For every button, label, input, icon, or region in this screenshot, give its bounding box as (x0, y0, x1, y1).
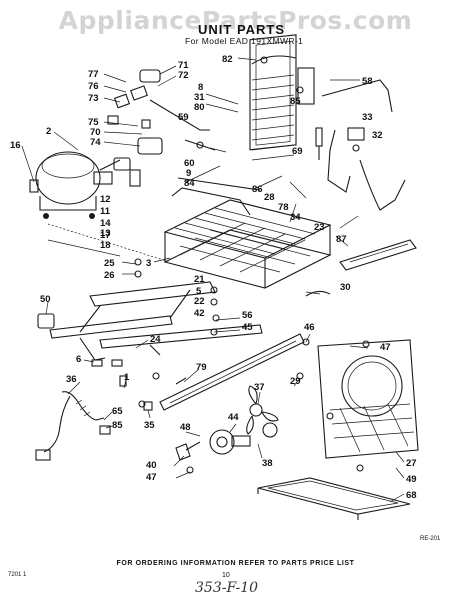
callout-60: 60 (184, 158, 195, 169)
callout-45: 45 (242, 322, 253, 333)
callout-70: 70 (90, 127, 101, 138)
ordering-info-footer: FOR ORDERING INFORMATION REFER TO PARTS … (116, 560, 355, 567)
model-subtitle: For Model EAD 191XMWR-1 (185, 36, 304, 46)
callout-68: 68 (406, 490, 417, 501)
callout-34: 34 (290, 212, 301, 223)
defrost-terminator (347, 127, 365, 152)
relay-cluster (107, 69, 216, 155)
callout-73: 73 (88, 93, 99, 104)
condenser-fan (246, 385, 279, 435)
leader-lines (21, 57, 405, 503)
fasteners (134, 56, 370, 474)
callout-38: 38 (262, 458, 273, 469)
callout-58: 58 (362, 76, 373, 87)
callout-25: 25 (104, 258, 115, 269)
callout-49: 49 (406, 474, 417, 485)
callout-30: 30 (340, 282, 351, 293)
callout-72: 72 (178, 70, 189, 81)
document-code: 7201 1 (8, 572, 27, 578)
drain-trough (339, 239, 417, 271)
callout-5: 5 (196, 286, 202, 297)
callout-28: 28 (264, 192, 275, 203)
callout-86: 86 (252, 184, 263, 195)
callout-9: 9 (186, 168, 191, 179)
callout-42: 42 (194, 308, 205, 319)
compressor (29, 151, 121, 219)
handwritten-note: 353-F-10 (195, 580, 259, 596)
callout-8: 8 (198, 82, 203, 93)
unit-base-frame (49, 281, 263, 361)
callout-37: 37 (254, 382, 265, 393)
callout-46: 46 (304, 322, 315, 333)
callout-59: 59 (178, 112, 189, 123)
callout-69: 69 (292, 146, 303, 157)
callout-12: 12 (100, 194, 111, 205)
diagram-title: UNIT PARTS (198, 22, 286, 37)
fan-shroud (317, 339, 419, 459)
callout-22: 22 (194, 296, 205, 307)
watermark: AppliancePartsPros.com (58, 6, 413, 35)
callout-44: 44 (228, 412, 239, 423)
callout-35: 35 (144, 420, 155, 431)
callout-47: 47 (380, 342, 391, 353)
callout-79: 79 (196, 362, 207, 373)
callout-17: 17 (100, 230, 111, 241)
shield-block (37, 313, 55, 329)
callout-23: 23 (314, 222, 325, 233)
callout-85-lower: 85 (112, 420, 123, 431)
callout-3: 3 (146, 258, 151, 269)
reference-code: RE-201 (420, 536, 441, 542)
mounting-rail (159, 333, 305, 411)
drier-tube (321, 79, 406, 211)
callout-84: 84 (184, 178, 195, 189)
callout-74: 74 (90, 137, 101, 148)
callout-80: 80 (194, 102, 205, 113)
callout-6: 6 (76, 354, 81, 365)
callout-87: 87 (336, 234, 347, 245)
callout-82: 82 (222, 54, 233, 65)
callout-31: 31 (194, 92, 205, 103)
callout-13: 13 (100, 228, 111, 239)
drain-pan (257, 477, 411, 520)
wiring-harness (35, 391, 105, 461)
callout-26: 26 (104, 270, 115, 281)
page-number: 10 (222, 572, 230, 579)
start-relay (113, 157, 141, 187)
callout-78: 78 (278, 202, 289, 213)
callout-32: 32 (372, 130, 383, 141)
callout-labels: 82 58 85 71 72 77 76 73 8 31 80 59 75 70… (10, 54, 417, 501)
thermostat-probe (315, 127, 323, 160)
callout-29: 29 (290, 376, 301, 387)
callout-48: 48 (180, 422, 191, 433)
callout-24: 24 (150, 334, 161, 345)
callout-36: 36 (66, 374, 77, 385)
callout-40: 40 (146, 460, 157, 471)
callout-14: 14 (100, 218, 111, 229)
callout-21: 21 (194, 274, 205, 285)
callout-65: 65 (112, 406, 123, 417)
callout-75: 75 (88, 117, 99, 128)
callout-1: 1 (124, 372, 130, 383)
callout-18: 18 (100, 240, 111, 251)
callout-2: 2 (46, 126, 51, 137)
evaporator-coil (163, 177, 332, 289)
callout-71: 71 (178, 60, 189, 71)
callout-47-lower: 47 (146, 472, 157, 483)
callout-33: 33 (362, 112, 373, 123)
callout-56: 56 (242, 310, 253, 321)
callout-16: 16 (10, 140, 21, 151)
callout-27: 27 (406, 458, 417, 469)
callout-76: 76 (88, 81, 99, 92)
callout-85: 85 (290, 96, 301, 107)
drain-tube (305, 290, 331, 297)
fan-motor (175, 422, 278, 461)
condenser-coil (249, 34, 315, 161)
callout-11: 11 (100, 206, 111, 217)
callout-50: 50 (40, 294, 51, 305)
callout-77: 77 (88, 69, 99, 80)
guide-lines (47, 223, 171, 263)
